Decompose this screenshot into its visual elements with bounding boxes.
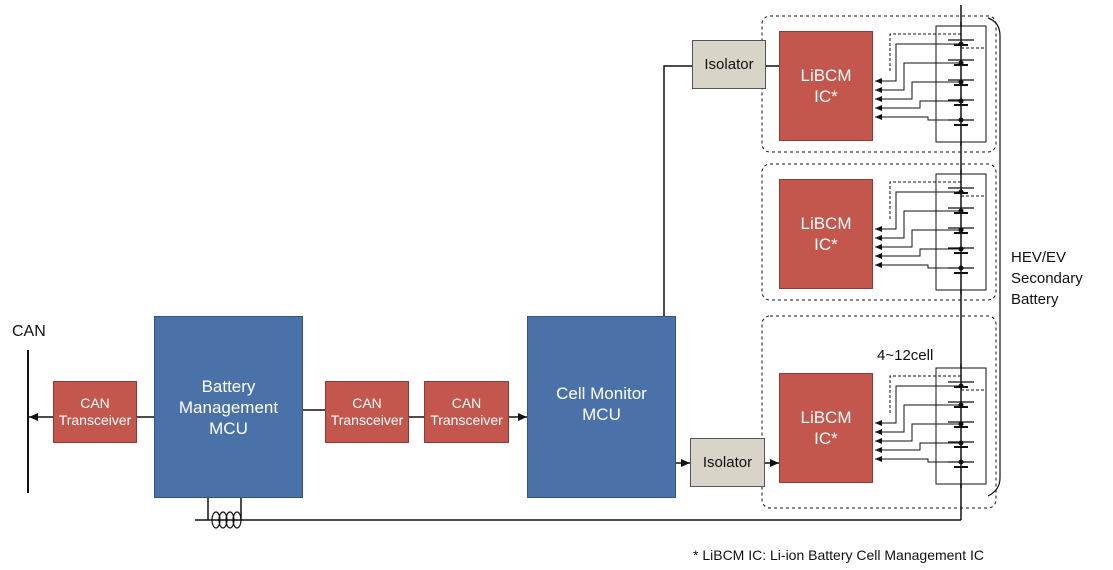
isolator-top: Isolator — [692, 40, 766, 89]
libcm-ic-top: LiBCM IC* — [779, 31, 873, 141]
can-transceiver-right: CAN Transceiver — [424, 381, 509, 443]
dashed-sense-wire — [889, 375, 961, 413]
module-outline-middle — [761, 163, 997, 301]
sense-wire — [875, 456, 961, 463]
sense-wire — [875, 385, 961, 426]
cell-monitor-mcu: Cell Monitor MCU — [527, 316, 676, 498]
footnote: * LiBCM IC: Li-ion Battery Cell Manageme… — [693, 547, 984, 563]
sense-wire — [875, 43, 961, 84]
sense-wire — [875, 114, 961, 121]
can-transceiver-middle: CAN Transceiver — [325, 381, 409, 443]
can-bus-label: CAN — [12, 323, 46, 340]
module-outline-top — [761, 15, 997, 153]
isolator-top-to-mcu-line — [663, 65, 692, 340]
sense-wire — [875, 423, 961, 444]
dashed-sense-wire — [889, 33, 961, 71]
dashed-sense-wire — [889, 181, 961, 219]
battery-brace — [987, 17, 1001, 497]
sense-wire — [875, 100, 961, 111]
sense-wire — [875, 191, 961, 232]
sense-wire — [875, 210, 961, 241]
inductor-coil — [211, 511, 242, 529]
battery-management-mcu: Battery Management MCU — [154, 316, 303, 498]
sense-wire — [875, 404, 961, 435]
libcm-ic-bottom: LiBCM IC* — [779, 373, 873, 483]
sense-wire — [875, 262, 961, 269]
sense-wire — [875, 442, 961, 453]
sense-wire — [875, 62, 961, 93]
isolator-bottom: Isolator — [690, 438, 765, 487]
sense-wire — [875, 229, 961, 250]
can-transceiver-left: CAN Transceiver — [53, 381, 137, 443]
sense-wire — [875, 81, 961, 102]
module-outline-bottom — [761, 315, 997, 509]
sense-wire — [875, 248, 961, 259]
battery-label: HEV/EV Secondary Battery — [1011, 249, 1083, 308]
libcm-ic-middle: LiBCM IC* — [779, 179, 873, 289]
cell-count-label: 4~12cell — [877, 347, 934, 364]
